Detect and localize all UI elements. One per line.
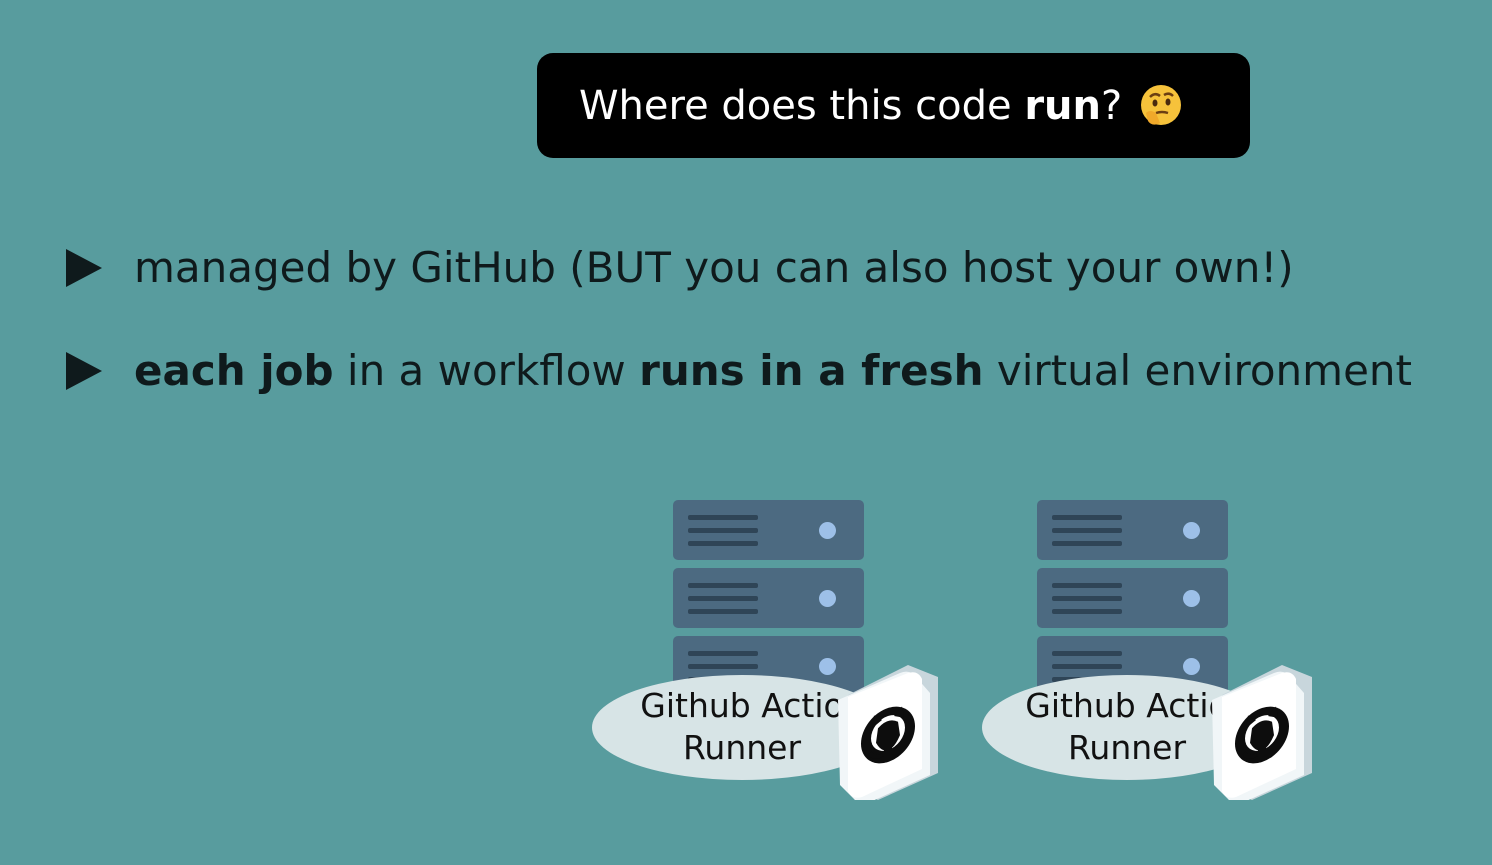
- bullet-2-part-2: in a workflow: [333, 346, 640, 395]
- bullet-arrow-icon: [66, 248, 102, 287]
- github-icon: [1212, 665, 1312, 800]
- thinking-face-icon: [1141, 84, 1182, 125]
- server-unit: [673, 500, 864, 560]
- server-led-icon: [819, 658, 836, 675]
- title-banner: Where does this code run?: [537, 53, 1250, 158]
- bullet-2-part-1: each job: [134, 346, 334, 395]
- runner-label-line1: Github Actio: [640, 686, 844, 725]
- server-unit: [1037, 568, 1228, 628]
- bullet-2: each job in a workflow runs in a fresh v…: [66, 346, 1412, 395]
- server-led-icon: [1183, 522, 1200, 539]
- runner-label-line2: Runner: [682, 728, 802, 767]
- title-prefix: Where does this code: [579, 82, 1025, 129]
- bullet-2-part-4: virtual environment: [983, 346, 1413, 395]
- runner-1: Github Actio Runner: [592, 500, 952, 810]
- server-led-icon: [819, 522, 836, 539]
- bullet-2-part-3: runs in a fresh: [639, 346, 984, 395]
- github-icon: [838, 665, 938, 800]
- bullet-1: managed by GitHub (BUT you can also host…: [66, 243, 1294, 292]
- server-unit: [673, 568, 864, 628]
- title-suffix: ?: [1101, 82, 1123, 129]
- bullet-arrow-icon: [66, 351, 102, 390]
- server-led-icon: [1183, 658, 1200, 675]
- runner-label-line1: Github Actio: [1025, 686, 1229, 725]
- server-led-icon: [1183, 590, 1200, 607]
- title-strong: run: [1024, 82, 1101, 129]
- server-unit: [1037, 500, 1228, 560]
- bullet-1-text: managed by GitHub (BUT you can also host…: [134, 243, 1294, 292]
- runner-2: Github Actio Runner: [982, 500, 1342, 810]
- server-led-icon: [819, 590, 836, 607]
- runner-label-line2: Runner: [1067, 728, 1187, 767]
